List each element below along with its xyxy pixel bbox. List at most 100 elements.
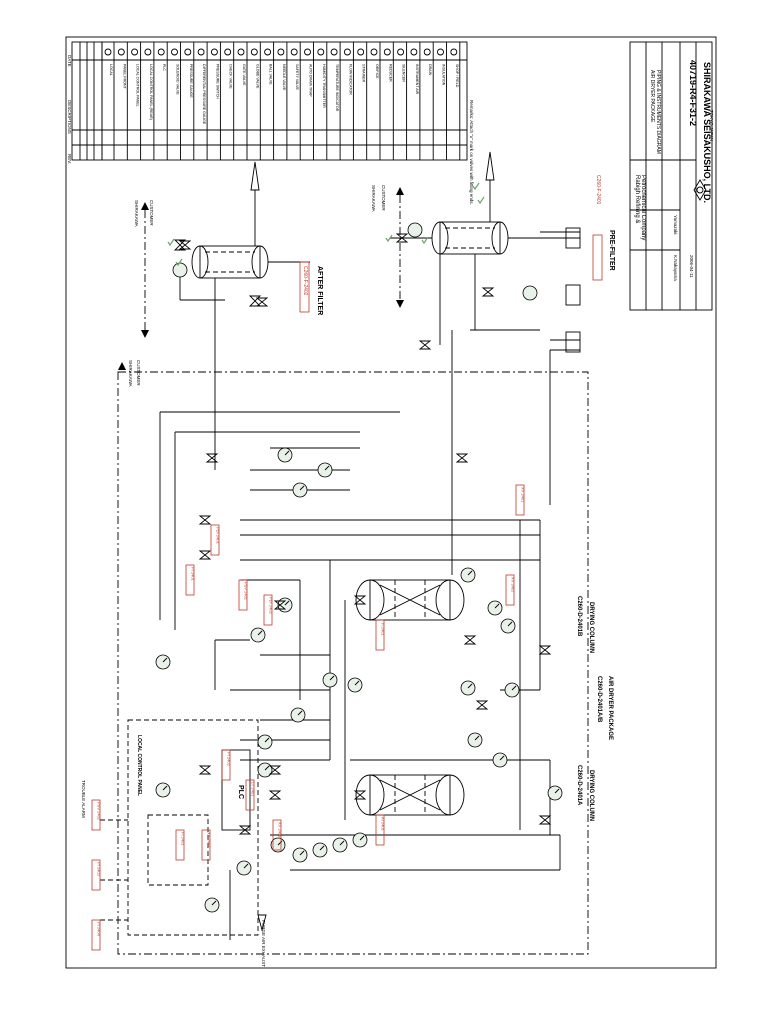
legend-symbol-icon	[450, 48, 458, 56]
legend-symbol-icon	[370, 48, 378, 56]
drying-column-b-label: DRYING COLUMN	[588, 602, 594, 653]
instrument-tag-label: XV 2403	[278, 822, 283, 838]
lcp-inner	[147, 814, 209, 886]
drain-box	[565, 331, 581, 353]
instrument-tag-label: PSV 2401	[244, 582, 249, 601]
instrument-tag-box	[272, 819, 282, 851]
legend-symbol-icon	[250, 48, 258, 56]
package-name: AIR DRYER PACKAGE	[607, 676, 613, 740]
plc-box	[221, 749, 251, 831]
pressure-gauge-icon	[407, 222, 423, 238]
after-filter-customer: CUSTOMER	[149, 200, 154, 226]
revision-table: REV. DESCRIPTIONS DATE	[67, 41, 103, 164]
legend-symbol-icon	[410, 48, 418, 56]
valve-icon	[268, 790, 282, 800]
instrument-tag-label: PI 2404	[97, 922, 102, 937]
legend-item-label: SHOP / FIELD	[455, 64, 459, 88]
company-logo	[693, 179, 707, 201]
valve-icon	[475, 700, 489, 710]
valve-icon	[238, 825, 252, 835]
plc-label: PLC	[237, 785, 244, 799]
drain-box	[565, 284, 581, 306]
legend-symbol-icon	[423, 48, 431, 56]
legend-item-label: LOCAL CONTROL PANEL	[136, 64, 140, 107]
gate-valve-icon	[248, 295, 262, 307]
pressure-gauge-icon	[172, 262, 188, 278]
instrument-tag-label: PDI 2401	[216, 527, 221, 544]
legend-symbol-icon	[117, 48, 125, 56]
valve-icon	[198, 550, 212, 560]
outer-border	[65, 36, 717, 969]
vent-silencer-icon	[250, 161, 260, 191]
instrument-tag-box	[375, 619, 385, 651]
legend-item-label: LOCAL	[109, 64, 113, 76]
instrument-tag-label: PDI 2402	[269, 597, 274, 614]
legend-symbol-icon	[343, 48, 351, 56]
process-piping	[159, 330, 580, 940]
trouble-alarm-label: TROUBLE ALARM	[81, 780, 86, 818]
package-boundary	[117, 371, 589, 955]
valve-icon	[198, 765, 212, 775]
legend-symbol-icon	[210, 48, 218, 56]
pre-filter-group: SHIRAKAWA CUSTOMER C260-F-2401 PRE-FILTE…	[371, 151, 615, 353]
legend-symbol-icon	[237, 48, 245, 56]
battery-limit-icon	[141, 202, 149, 210]
instrument-layer	[155, 182, 563, 913]
after-filter-vessel	[199, 245, 261, 279]
instrument-tag-box	[91, 859, 101, 891]
legend-item-label: FLOW INDICATOR	[348, 64, 352, 95]
instrument-tag-label: PI 2403	[97, 862, 102, 877]
legend-symbol-icon	[264, 48, 272, 56]
pre-filter-shirakawa: SHIRAKAWA	[371, 185, 376, 212]
drain-box	[565, 227, 581, 249]
purge-exhaust-label: PURGE AIR EXHAUST	[261, 920, 266, 967]
after-filter-group: SHIRAKAWA CUSTOMER C260-F-2402 AFTER FIL…	[134, 161, 323, 372]
valve-icon	[538, 645, 552, 655]
doc-title-1: AIR DRYER PACKAGE	[649, 70, 655, 123]
client-line-1: Rabigh Refining &	[634, 175, 640, 223]
check-mark-icon	[385, 234, 393, 243]
company-name: SHIRAKAWA SEISAKUSHO, LTD.	[702, 62, 712, 203]
legend-symbol-icon	[304, 48, 311, 56]
valve-icon	[353, 595, 367, 605]
legend-symbol-icon	[184, 48, 192, 56]
legend-item-label: PLC	[162, 64, 166, 71]
legend-symbol-icon	[171, 48, 178, 56]
instrument-tag-label: LT 2401	[251, 782, 256, 797]
legend-symbol-icon	[197, 48, 205, 56]
valve-icon	[455, 453, 469, 463]
battery-limit-icon	[396, 187, 404, 195]
legend-item-label: AUTO DRAIN TRAP	[309, 64, 313, 97]
title-block: Rabigh Refining & Petrochemical Company …	[629, 41, 714, 311]
drying-column-b: C260-D-2401B DRYING COLUMN	[355, 579, 594, 653]
valve-icon	[463, 635, 477, 645]
pre-filter-customer: CUSTOMER	[381, 185, 386, 211]
legend-item-label: DRAIN	[428, 64, 432, 76]
vent-silencer-icon	[485, 151, 495, 181]
legend-symbol-icon	[437, 48, 444, 56]
instrument-tag-box	[245, 779, 255, 811]
legend-symbol-icon	[157, 48, 165, 56]
legend-item-label: PANEL FRONT	[122, 64, 126, 90]
legend-symbol-icon	[224, 48, 232, 56]
rev-header-date: DATE	[67, 55, 72, 67]
lcp-label: LOCAL CONTROL PANEL	[136, 735, 142, 796]
pre-filter-tag: C260-F-2401	[595, 175, 601, 205]
legend-item-label: HUMIDITY TRANSMITTER	[322, 64, 326, 108]
valve-icon	[268, 765, 282, 775]
legend-symbol-icon	[357, 48, 365, 56]
legend-symbol-icon	[330, 48, 338, 56]
instrument-tag-box	[375, 814, 385, 846]
instrument-tag-box	[210, 524, 220, 556]
battery-limit-icon	[141, 330, 149, 338]
instrument-tag-label: XV 2402	[511, 577, 516, 593]
legend-item-label: TEMPERATURE INDICATOR	[335, 64, 339, 112]
rev-header-desc: DESCRIPTIONS	[67, 100, 72, 134]
after-filter-tag-box	[299, 261, 310, 313]
instrument-tag-box	[238, 579, 248, 611]
instrument-tag-box	[201, 829, 211, 861]
